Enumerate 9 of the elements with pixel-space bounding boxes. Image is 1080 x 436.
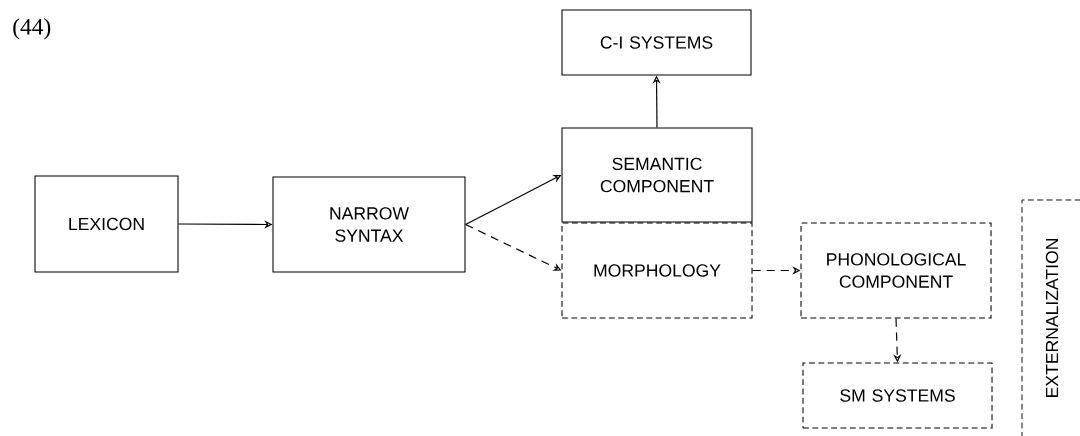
process-box: LEXICON [34,175,179,273]
dashed-band: EXTERNALIZATION [1021,199,1080,436]
process-box: C-I SYSTEMS [561,9,752,76]
process-box: MORPHOLOGY [561,222,753,319]
process-box: SEMANTIC COMPONENT [561,127,753,223]
example-number: (44) [13,18,51,40]
process-box: NARROW SYNTAX [272,176,466,273]
process-box: PHONOLOGICAL COMPONENT [800,222,992,319]
process-box: SM SYSTEMS [802,362,993,429]
